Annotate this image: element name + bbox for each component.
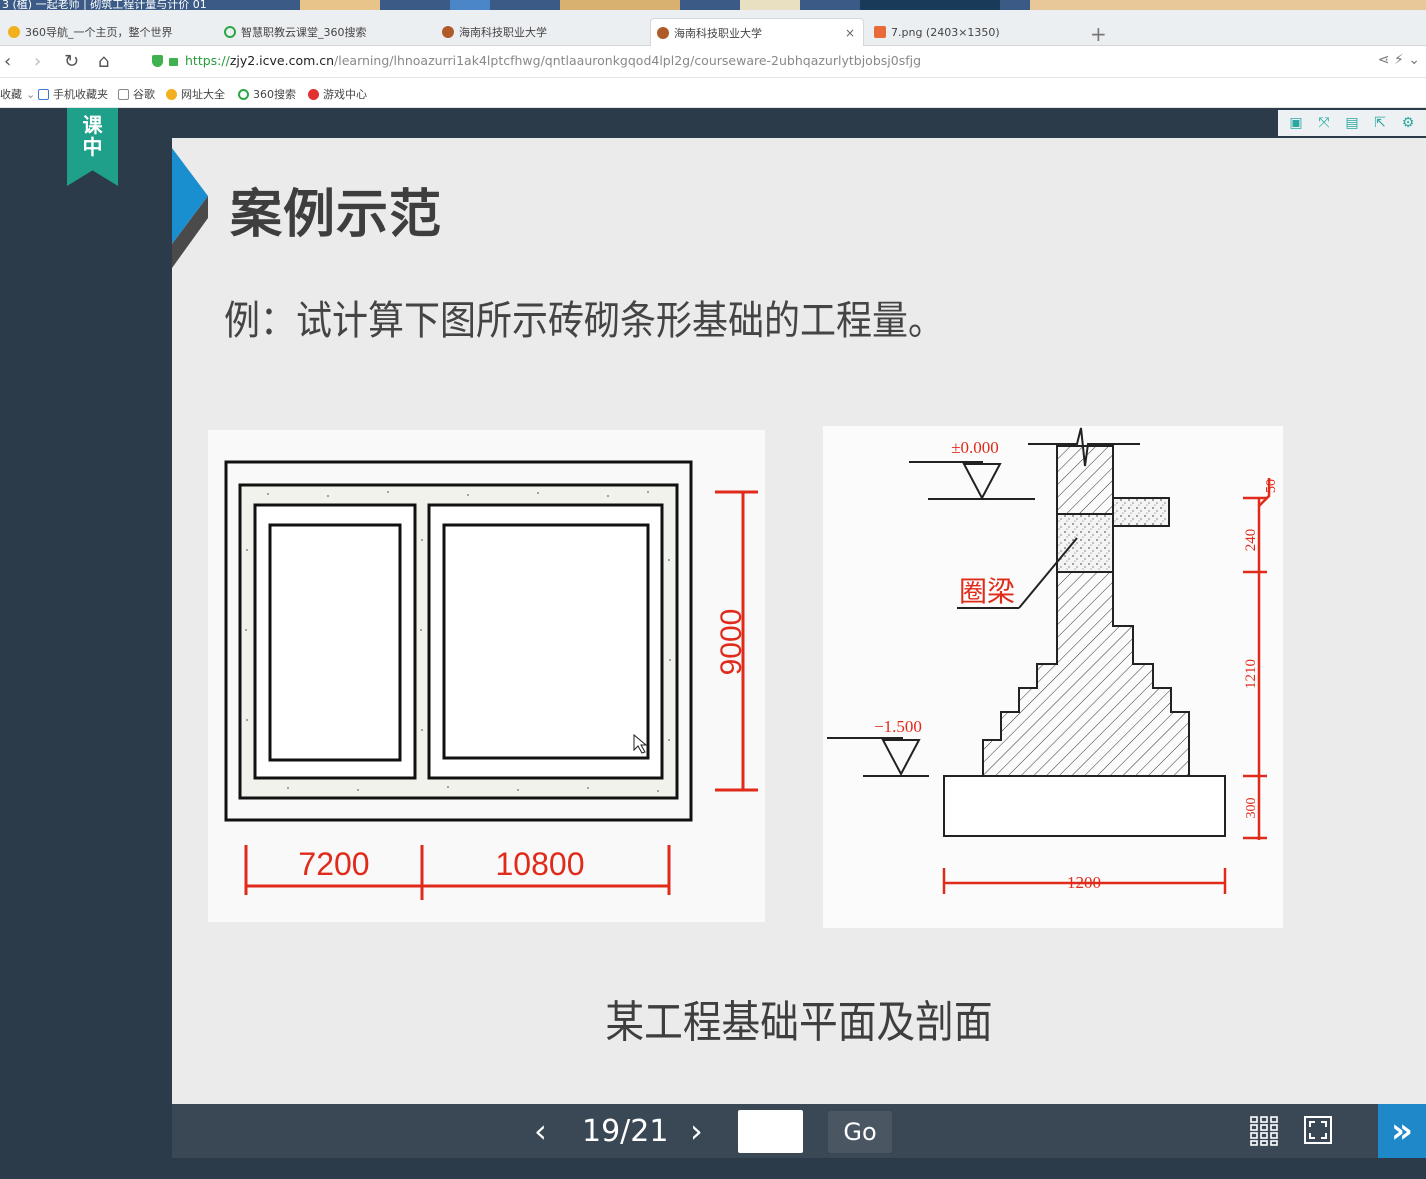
forward-icon[interactable]: › (34, 51, 42, 72)
tab-image[interactable]: 7.png (2403×1350) (868, 18, 1083, 46)
elevation-bottom: −1.500 (874, 717, 922, 736)
grid-view-icon[interactable] (1250, 1116, 1278, 1146)
bookmark-sites[interactable]: 网址大全 (166, 86, 225, 102)
search-icon (238, 88, 249, 100)
plan-dim-left: 7200 (298, 846, 369, 882)
bookmark-360-search[interactable]: 360搜索 (238, 86, 296, 102)
tab-hainan-active[interactable]: 海南科技职业大学 × (650, 18, 864, 46)
foundation-section-drawing: ±0.000 −1.500 圈梁 (823, 426, 1283, 928)
bookmark-google[interactable]: 谷歌 (118, 86, 155, 102)
slide: 案例示范 例：试计算下图所示砖砌条形基础的工程量。 (172, 138, 1426, 1104)
bookmark-label: 手机收藏夹 (53, 88, 108, 101)
next-page-button[interactable]: › (690, 1112, 703, 1150)
phone-icon (38, 88, 49, 100)
slide-subtitle: 例：试计算下图所示砖砌条形基础的工程量。 (224, 298, 944, 344)
page-icon (118, 88, 129, 100)
chevron-down-icon: ⌄ (26, 87, 36, 101)
bookmark-favorites[interactable]: 收藏 ⌄ (0, 86, 35, 102)
share-icon[interactable]: ⋖ ⚡ ⌄ (1377, 52, 1420, 68)
dim-1210: 1210 (1243, 659, 1259, 689)
section-svg: ±0.000 −1.500 圈梁 (827, 427, 1279, 894)
dim-300: 300 (1244, 798, 1259, 819)
courseware-viewer: 课 中 ▣ ⤧ ▤ ⇱ ⚙ 案例示范 例：试计算下图所示砖砌条形基础的工程量。 (0, 108, 1426, 1179)
in-class-ribbon: 课 中 (67, 108, 118, 186)
ribbon-text: 中 (82, 135, 103, 159)
expand-icon[interactable]: ⤧ (1318, 115, 1330, 131)
viewer-toolbar: ▣ ⤧ ▤ ⇱ ⚙ (1278, 110, 1426, 136)
tab-label: 海南科技职业大学 (674, 26, 762, 40)
address-bar: ‹ › ↻ ⌂ https:// zjy2.icve.com.cn /learn… (0, 46, 1426, 78)
plan-svg: 9000 7200 10800 (224, 460, 758, 900)
bookmark-games[interactable]: 游戏中心 (308, 86, 367, 102)
ribbon-text: 课 (82, 113, 103, 137)
bookmark-label: 网址大全 (181, 88, 225, 101)
tab-label: 7.png (2403×1350) (891, 25, 1000, 39)
dim-width: 1200 (1067, 873, 1101, 892)
plan-dim-height: 9000 (715, 609, 748, 676)
search-icon (224, 26, 236, 38)
360-logo-icon (8, 26, 20, 38)
bookmark-label: 游戏中心 (323, 88, 367, 101)
slide-title: 案例示范 (230, 185, 443, 245)
bookmark-mobile[interactable]: 手机收藏夹 (38, 86, 108, 102)
slide-controls: ‹ 19/21 › Go » (172, 1104, 1426, 1158)
page-indicator: 19/21 (582, 1114, 669, 1149)
window-title: 3 (植) 一起老师 | 砌筑工程计量与计价 01 (2, 0, 207, 10)
back-icon[interactable]: ‹ (4, 51, 12, 72)
url-scheme: https:// (185, 53, 230, 68)
url-host: zjy2.icve.com.cn (229, 53, 335, 68)
bookmark-label: 360搜索 (253, 88, 296, 101)
tab-360-home[interactable]: 360导航_一个主页，整个世界 (2, 18, 212, 46)
bookmark-icon[interactable]: ▣ (1289, 115, 1303, 131)
bookmark-label: 谷歌 (133, 88, 155, 101)
bookmarks-bar: 收藏 ⌄ 手机收藏夹 谷歌 网址大全 360搜索 游戏中心 (0, 78, 1426, 108)
settings-icon[interactable]: ⚙ (1401, 115, 1415, 131)
school-logo-icon (657, 26, 669, 39)
bookmark-label: 收藏 (0, 88, 22, 101)
go-button[interactable]: Go (828, 1111, 892, 1153)
shield-icon (152, 54, 163, 67)
ring-beam-label: 圈梁 (959, 575, 1015, 608)
export-icon[interactable]: ⇱ (1374, 115, 1386, 131)
expand-panel-button[interactable]: » (1378, 1104, 1426, 1158)
figure-caption: 某工程基础平面及剖面 (605, 997, 993, 1048)
image-icon (874, 26, 886, 38)
window-title-strip: 3 (植) 一起老师 | 砌筑工程计量与计价 01 (0, 0, 1426, 10)
lock-icon (169, 58, 178, 66)
prev-page-button[interactable]: ‹ (534, 1112, 547, 1150)
tab-hainan-1[interactable]: 海南科技职业大学 (436, 18, 646, 46)
tab-bar: 360导航_一个主页，整个世界 智慧职教云课堂_360搜索 海南科技职业大学 海… (0, 10, 1426, 46)
foundation-plan-drawing: 9000 7200 10800 (208, 430, 765, 922)
tab-label: 海南科技职业大学 (459, 26, 547, 39)
tab-label: 智慧职教云课堂_360搜索 (241, 26, 367, 39)
fullscreen-icon[interactable] (1304, 1116, 1332, 1144)
plan-dim-right: 10800 (496, 846, 585, 882)
school-logo-icon (442, 26, 454, 38)
home-icon[interactable]: ⌂ (98, 51, 110, 72)
close-tab-icon[interactable]: × (844, 25, 855, 40)
game-icon (308, 88, 319, 100)
new-tab-button[interactable]: + (1090, 22, 1107, 46)
tab-label: 360导航_一个主页，整个世界 (25, 26, 173, 39)
elevation-top: ±0.000 (951, 438, 999, 457)
dim-240: 240 (1243, 529, 1259, 552)
tab-360-search[interactable]: 智慧职教云课堂_360搜索 (218, 18, 433, 46)
refresh-icon[interactable]: ↻ (64, 51, 80, 72)
page-number-input[interactable] (738, 1110, 803, 1153)
360-logo-icon (166, 88, 177, 100)
note-icon[interactable]: ▤ (1345, 115, 1359, 131)
mouse-cursor-icon (633, 733, 648, 754)
dim-50: 50 (1264, 479, 1279, 493)
url-field[interactable]: https:// zjy2.icve.com.cn /learning/lhno… (152, 53, 921, 68)
title-arrow-icon (172, 148, 208, 268)
url-path: /learning/lhnoazurri1ak4lptcfhwg/qntlaau… (334, 53, 922, 68)
